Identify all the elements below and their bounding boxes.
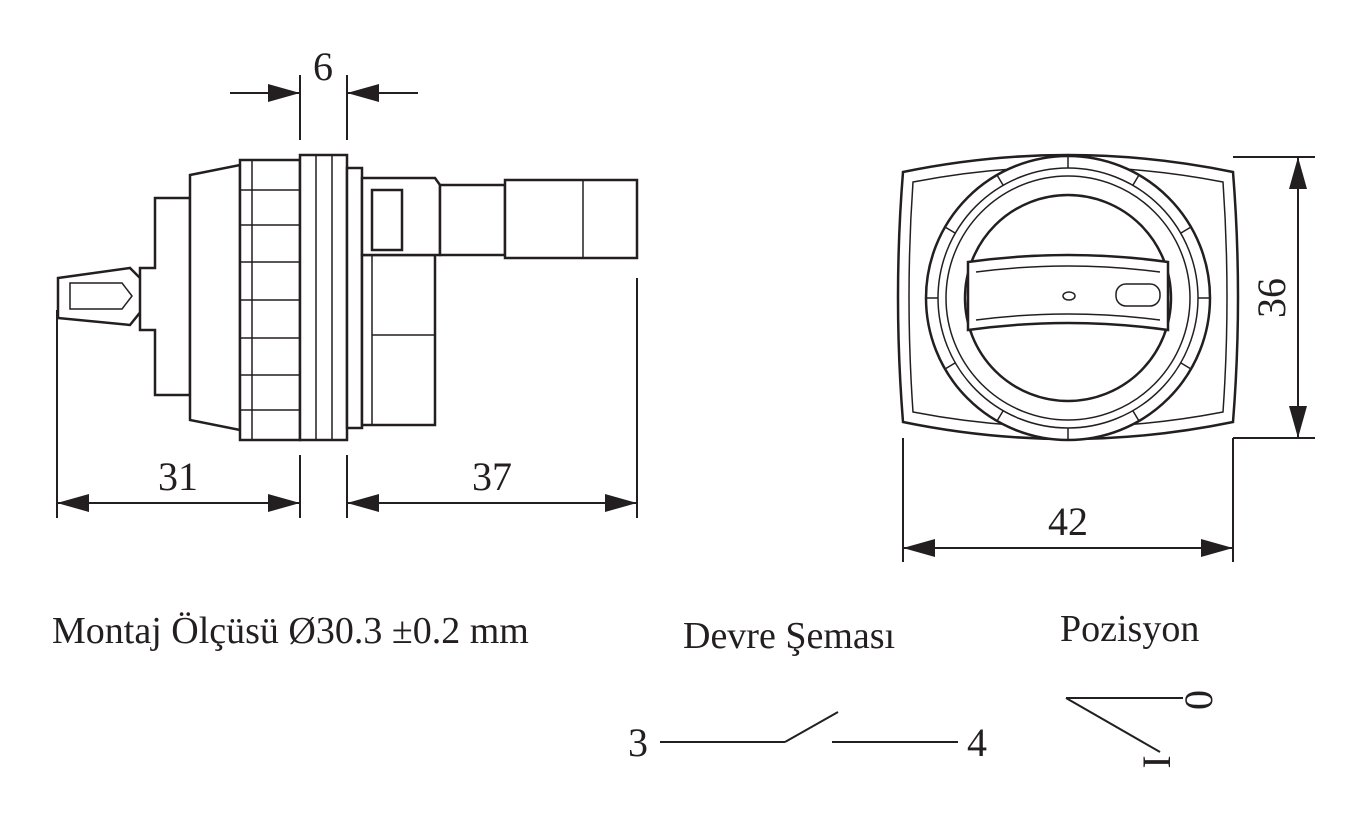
dim-height-label: 36: [1249, 278, 1294, 318]
circuit-caption: Devre Şeması: [683, 615, 895, 657]
dim-front-label: 31: [158, 454, 198, 499]
position-1-label: I: [1134, 755, 1179, 768]
position-caption: Pozisyon: [1060, 608, 1199, 650]
side-view: 6 31 37: [56, 44, 639, 518]
terminal-4-label: 4: [967, 720, 987, 765]
mounting-caption: Montaj Ölçüsü Ø30.3 ±0.2 mm: [52, 610, 529, 652]
dim-shaft-label: 6: [313, 44, 333, 89]
knurl-marks: [926, 156, 1210, 440]
dim-rear-label: 37: [472, 454, 512, 499]
circuit-diagram: 3 4: [628, 711, 987, 765]
position-diagram: 0 I: [1065, 690, 1221, 769]
front-view: 36 42: [896, 153, 1315, 562]
position-0-label: 0: [1176, 690, 1221, 710]
dim-width-label: 42: [1048, 499, 1088, 544]
terminal-3-label: 3: [628, 720, 648, 765]
